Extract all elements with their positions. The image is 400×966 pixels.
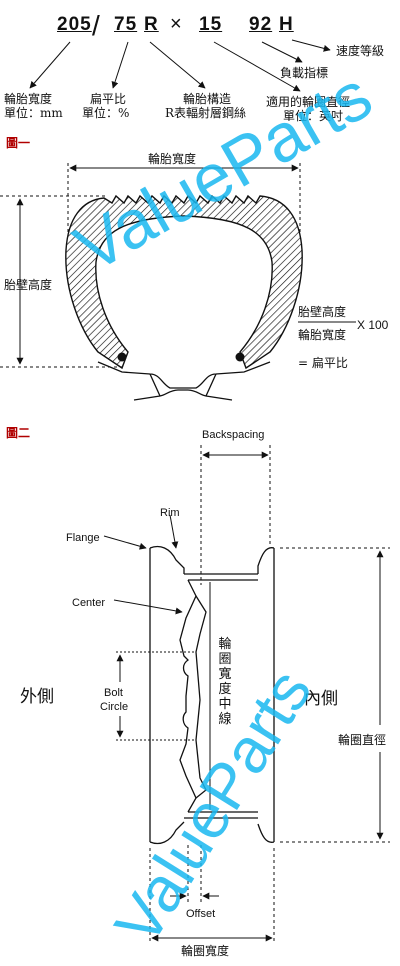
fig2-flange: Flange [66,532,100,544]
code-load: 92 [249,14,273,35]
fig2-rim-width: 輪圈寬度 [181,944,230,958]
code-construction: R [144,14,159,35]
fig2-backspacing: Backspacing [202,429,265,441]
fig2-outside: 外側 [20,687,54,707]
fig2-bolt: Bolt [104,687,123,699]
fig1-formula-denominator: 輪胎寬度 [298,328,347,342]
code-width: 205 [57,14,92,35]
fig2-centerline: 輪圈寬度中線 [218,637,232,727]
figure2-caption: 圖二 [6,426,31,440]
label-width-unit: 單位：mm [4,106,63,120]
label-construction: 輪胎構造 [183,92,232,106]
code-leader-lines [29,39,331,92]
fig1-formula-numerator: 胎壁高度 [298,305,347,319]
fig2-offset: Offset [186,908,216,920]
fig1-section-width: 輪胎寬度 [148,152,197,166]
label-rim-unit: 單位：英吋 [283,109,344,123]
label-aspect: 扁平比 [90,92,127,106]
tire-cross-section [0,163,356,401]
fig1-formula-multiplier: X 100 [357,318,389,332]
wheel-cross-section [103,445,390,944]
fig1-sidewall-height: 胎壁高度 [4,278,53,292]
fig2-circle: Circle [100,701,129,713]
code-rim: 15 [199,14,223,35]
fig2-center: Center [72,597,106,609]
label-aspect-unit: 單位：% [82,106,130,120]
fig1-formula-result: = 扁平比 [298,356,348,370]
fig2-rim: Rim [160,507,180,519]
fig2-inside: 內側 [304,689,338,709]
code-speed: H [279,14,294,35]
label-load-index: 負載指標 [280,66,329,80]
label-speed-rating: 速度等級 [336,44,385,58]
label-width: 輪胎寬度 [4,92,53,106]
code-times: × [170,13,182,35]
fig2-rim-diameter: 輪圈直徑 [338,733,387,747]
label-rim-diameter: 適用的輪圈直徑 [266,95,351,109]
label-construction-desc: R表輻射層鋼絲 [165,106,247,120]
figure1-caption: 圖一 [6,136,31,150]
code-slash: / [92,10,100,41]
code-aspect: 75 [114,14,138,35]
